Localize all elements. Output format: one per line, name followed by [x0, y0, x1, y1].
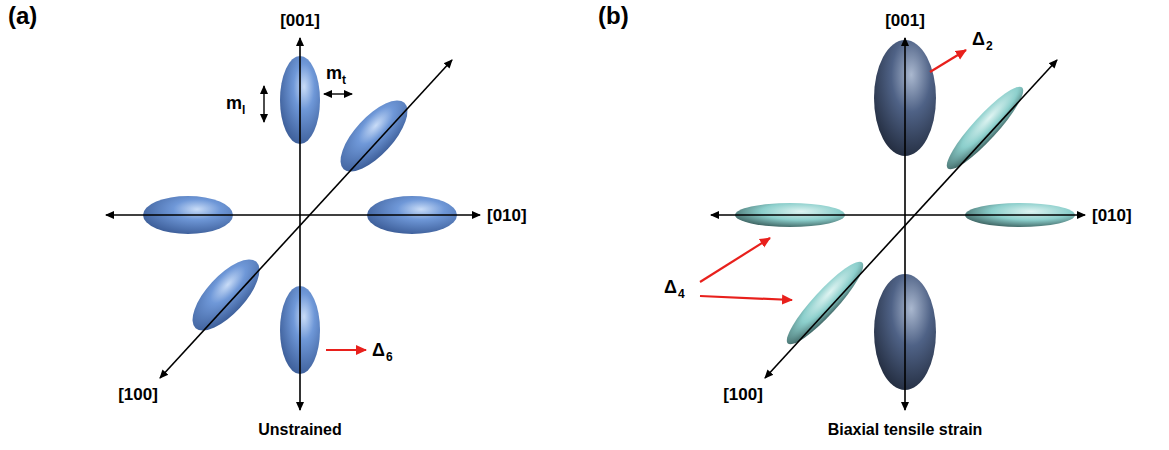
axis-label: [010]: [487, 207, 527, 224]
valley-subscript: 2: [986, 40, 993, 52]
pointer-arrows: [700, 50, 966, 300]
pointer-arrow: [326, 349, 366, 351]
valley-symbol: Δ: [372, 341, 385, 359]
mass-subscript: l: [242, 104, 245, 116]
axes-b: [711, 38, 1085, 410]
axis-label: [100]: [723, 386, 763, 403]
axis-label: [001]: [280, 12, 320, 29]
panel-caption: Unstrained: [258, 422, 342, 438]
axes-a: [106, 38, 480, 410]
axis-label: [010]: [1092, 207, 1132, 224]
valley-subscript: 4: [678, 288, 685, 300]
axis-label: [100]: [118, 386, 158, 403]
panel-caption: Biaxial tensile strain: [828, 422, 983, 438]
valley-subscript: 6: [386, 351, 393, 363]
panel-letter: (b): [598, 4, 629, 28]
valley-symbol: Δ: [664, 278, 677, 296]
mass-symbol: m: [326, 64, 342, 82]
mass-subscript: t: [342, 74, 346, 86]
panel-letter: (a): [8, 4, 37, 28]
mass-arrows: [264, 86, 352, 122]
valley-symbol: Δ: [972, 30, 985, 48]
mass-symbol: m: [226, 94, 242, 112]
axis-label: [001]: [885, 12, 925, 29]
